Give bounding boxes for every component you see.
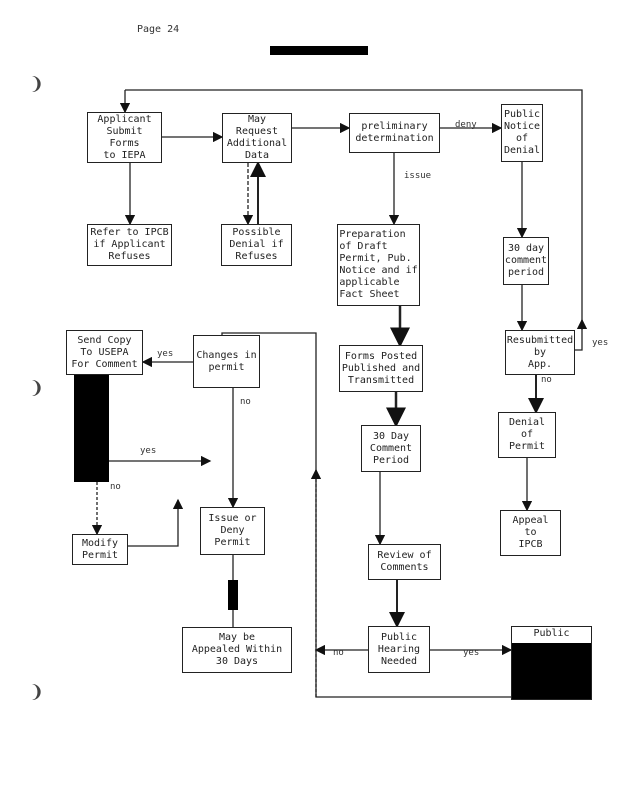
box-appeal-ipcb: Appeal to IPCB bbox=[500, 510, 561, 556]
edge-label-yes-resubmit: yes bbox=[592, 338, 609, 348]
edge-label-yes-usepa: yes bbox=[140, 446, 157, 456]
edge-label-issue: issue bbox=[404, 171, 432, 181]
edge-label-no-hearing: no bbox=[333, 648, 344, 658]
redaction-bar bbox=[74, 375, 109, 482]
edge-label-no-usepa: no bbox=[110, 482, 121, 492]
box-issue-or-deny: Issue or Deny Permit bbox=[200, 507, 265, 555]
box-may-be-appealed: May be Appealed Within 30 Days bbox=[182, 627, 292, 673]
binder-hole-icon: ❩ bbox=[30, 376, 44, 401]
edge-label-yes-hearing: yes bbox=[463, 648, 480, 658]
binder-hole-icon: ❩ bbox=[30, 72, 44, 97]
box-public-hearing: Public bbox=[511, 626, 592, 700]
edge-label-deny: deny bbox=[455, 120, 477, 130]
box-changes-in-permit: Changes in permit bbox=[193, 335, 260, 388]
edge-label-no-changes: no bbox=[240, 397, 251, 407]
binder-hole-icon: ❩ bbox=[30, 680, 44, 705]
box-public-notice-denial: Public Notice of Denial bbox=[501, 104, 543, 162]
box-may-request-data: May Request Additional Data bbox=[222, 113, 292, 163]
box-public-hearing-needed: Public Hearing Needed bbox=[368, 626, 430, 673]
box-forms-posted: Forms Posted Published and Transmitted bbox=[339, 345, 423, 392]
box-possible-denial: Possible Denial if Refuses bbox=[221, 224, 292, 266]
box-preliminary-determination: preliminary determination bbox=[349, 113, 440, 153]
box-30-day-comment-denial: 30 day comment period bbox=[503, 237, 549, 285]
box-applicant-submit: Applicant Submit Forms to IEPA bbox=[87, 112, 162, 163]
edge-label-no-resubmit: no bbox=[541, 375, 552, 385]
box-send-copy-usepa: Send Copy To USEPA For Comment bbox=[66, 330, 143, 375]
page-number: Page 24 bbox=[137, 24, 180, 35]
redaction-bar bbox=[228, 580, 238, 610]
redaction-bar bbox=[270, 46, 368, 55]
box-resubmitted: Resubmitted by App. bbox=[505, 330, 575, 375]
box-refer-ipcb: Refer to IPCB if Applicant Refuses bbox=[87, 224, 172, 266]
box-preparation-draft: Preparation of Draft Permit, Pub. Notice… bbox=[337, 224, 420, 306]
box-denial-of-permit: Denial of Permit bbox=[498, 412, 556, 458]
box-30-day-comment: 30 Day Comment Period bbox=[361, 425, 421, 472]
edge-label-yes-send: yes bbox=[157, 349, 174, 359]
box-review-comments: Review of Comments bbox=[368, 544, 441, 580]
box-modify-permit: Modify Permit bbox=[72, 534, 128, 565]
